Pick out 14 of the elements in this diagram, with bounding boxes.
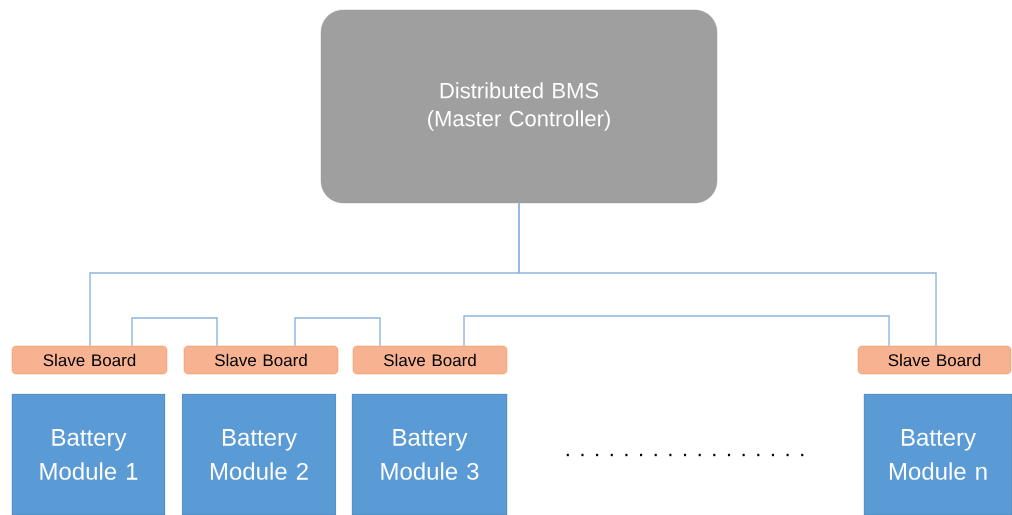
- battery-module-box: Battery Module 3: [351, 393, 508, 515]
- battery-module-box: Battery Module 2: [181, 393, 337, 515]
- slave-board-box: Slave Board: [857, 345, 1012, 375]
- slave-board-box: Slave Board: [183, 345, 339, 375]
- connector-line: [131, 317, 218, 347]
- connector-line: [518, 202, 937, 347]
- ellipsis-dots: . . . . . . . . . . . . . . . . .: [566, 453, 804, 457]
- slave-board-box: Slave Board: [11, 345, 168, 375]
- connector-line: [294, 317, 381, 347]
- connector-line: [463, 315, 890, 347]
- battery-module-box: Battery Module 1: [11, 393, 166, 515]
- master-controller-box: Distributed BMS (Master Controller): [320, 9, 718, 204]
- battery-module-box: Battery Module n: [863, 393, 1012, 515]
- slave-board-box: Slave Board: [352, 345, 508, 375]
